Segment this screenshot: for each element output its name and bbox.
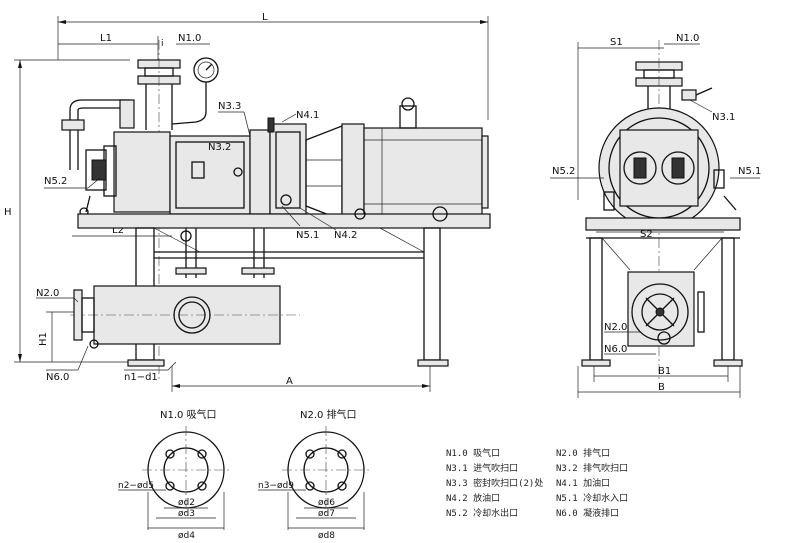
dim-A-label: A [286, 376, 293, 387]
dim-B1-label: B1 [658, 366, 671, 377]
legend-item: N1.0 吸气口 [446, 447, 500, 459]
front-N1.0-label: N1.0 [178, 33, 201, 44]
side-N5.1-label: N5.1 [738, 166, 761, 177]
flange-n1: N1.0 吸气口 ød2 ød3 ød4 n2−ød5 [118, 408, 230, 541]
dim-L-label: L [262, 12, 268, 23]
legend-item: N3.2 排气吹扫口 [556, 462, 628, 474]
side-view: S1 N1.0 N3.1 N5.2 N5.1 S2 [550, 33, 761, 398]
legend-item: N3.3 密封吹扫口(2)处 [446, 477, 543, 489]
front-N3.2-label: N3.2 [208, 142, 231, 153]
legend-item: N6.0 凝液排口 [556, 507, 619, 519]
side-N2.0-label: N2.0 [604, 322, 627, 333]
side-N3.1-label: N3.1 [712, 112, 735, 123]
flange2-title: N2.0 排气口 [300, 408, 357, 421]
dim-S2-label: S2 [640, 229, 653, 240]
compressor-casing [113, 131, 171, 213]
side-N6.0-label: N6.0 [604, 344, 627, 355]
dim-L2-label: L2 [112, 225, 124, 236]
front-N4.1-label: N4.1 [296, 110, 319, 121]
dim-H1-label: H1 [38, 332, 49, 346]
front-n1-d1-label: n1−d1 [124, 372, 158, 383]
side-N1.0-label: N1.0 [676, 33, 699, 44]
front-N3.3-label: N3.3 [218, 101, 241, 112]
flange1-d2-label: ød2 [178, 498, 195, 508]
front-N4.2-label: N4.2 [334, 230, 357, 241]
flange2-d8-label: ød8 [318, 531, 335, 541]
legend-item: N2.0 排气口 [556, 447, 610, 459]
dim-S1-label: S1 [610, 37, 623, 48]
flange-n2: N2.0 排气口 ød6 ød7 ød8 n3−ød9 [258, 408, 370, 541]
dim-L1-label: L1 [100, 33, 112, 44]
legend-item: N3.1 进气吹扫口 [446, 462, 518, 474]
front-N6.0-label: N6.0 [46, 372, 69, 383]
flange1-d4-label: ød4 [178, 531, 195, 541]
front-N5.1-label: N5.1 [296, 230, 319, 241]
legend: N1.0 吸气口 N2.0 排气口 N3.1 进气吹扫口 N3.2 排气吹扫口 … [446, 447, 628, 519]
flange1-bolt-label: n2−ød5 [118, 481, 154, 491]
front-N2.0-label: N2.0 [36, 288, 59, 299]
flange1-d3-label: ød3 [178, 509, 195, 519]
front-view: L L1 i H H1 L2 N1.0 [4, 12, 491, 392]
dim-i-label: i [161, 39, 164, 49]
legend-item: N5.1 冷却水入口 [556, 492, 628, 504]
flange2-d7-label: ød7 [318, 509, 335, 519]
front-N5.2-label: N5.2 [44, 176, 67, 187]
legend-item: N5.2 冷却水出口 [446, 507, 518, 519]
flange1-title: N1.0 吸气口 [160, 408, 217, 421]
flange2-bolt-label: n3−ød9 [258, 481, 294, 491]
legend-item: N4.1 加油口 [556, 477, 610, 489]
legend-item: N4.2 放油口 [446, 492, 500, 504]
base-frame [77, 213, 491, 229]
dim-H-label: H [4, 207, 12, 218]
dim-B-label: B [658, 382, 665, 393]
side-N5.2-label: N5.2 [552, 166, 575, 177]
flange2-d6-label: ød6 [318, 498, 335, 508]
